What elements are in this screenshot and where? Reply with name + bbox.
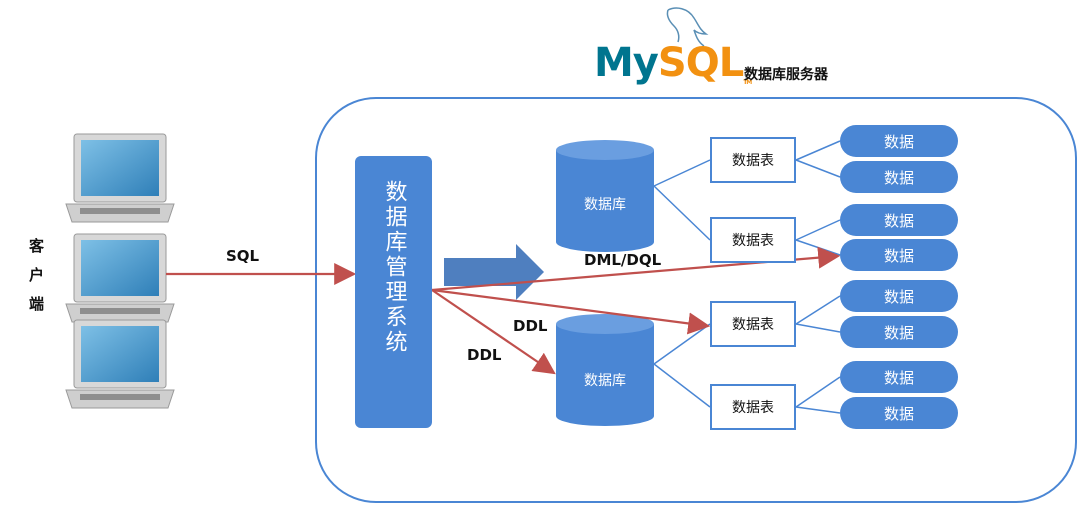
table-box-4: 数据表 xyxy=(710,384,796,430)
data-row-6: 数据 xyxy=(840,316,958,348)
logo-my-text: My xyxy=(594,40,659,86)
logo-tm-text: TM xyxy=(743,79,752,86)
database-label-2: 数据库 xyxy=(584,373,626,389)
database-label-1: 数据库 xyxy=(584,197,626,213)
ddl-label-1: DDL xyxy=(513,317,548,335)
table-box-3: 数据表 xyxy=(710,301,796,347)
dbms-box: 数据库管理系统 xyxy=(355,156,432,428)
table-box-2: 数据表 xyxy=(710,217,796,263)
db-table-connectors xyxy=(653,159,711,408)
data-row-1: 数据 xyxy=(840,125,958,157)
data-row-7: 数据 xyxy=(840,361,958,393)
database-cylinder-2 xyxy=(556,314,654,426)
database-cylinder-1 xyxy=(556,140,654,252)
data-row-3: 数据 xyxy=(840,204,958,236)
laptop-icon-3 xyxy=(65,319,175,409)
dolphin-icon xyxy=(666,7,709,47)
block-arrow xyxy=(444,244,544,300)
ddl-table-arrow xyxy=(431,288,711,335)
data-row-8: 数据 xyxy=(840,397,958,429)
data-row-2: 数据 xyxy=(840,161,958,193)
dml-dql-label: DML/DQL xyxy=(584,251,662,269)
server-label: 数据库服务器 xyxy=(744,67,828,83)
sql-label: SQL xyxy=(226,247,260,265)
mysql-logo: MySQLTM xyxy=(594,40,752,86)
table-row-connectors xyxy=(795,140,841,414)
server-boundary xyxy=(315,97,1077,503)
laptop-icon-2 xyxy=(65,233,175,323)
ddl-db-arrow xyxy=(431,289,556,375)
client-label: 客户端 xyxy=(27,238,45,325)
dbms-label: 数据库管理系统 xyxy=(381,180,407,355)
logo-sql-text: SQL xyxy=(657,40,744,86)
ddl-label-2: DDL xyxy=(467,346,502,364)
table-box-1: 数据表 xyxy=(710,137,796,183)
data-row-4: 数据 xyxy=(840,239,958,271)
laptop-icon-1 xyxy=(65,133,175,223)
data-row-5: 数据 xyxy=(840,280,958,312)
